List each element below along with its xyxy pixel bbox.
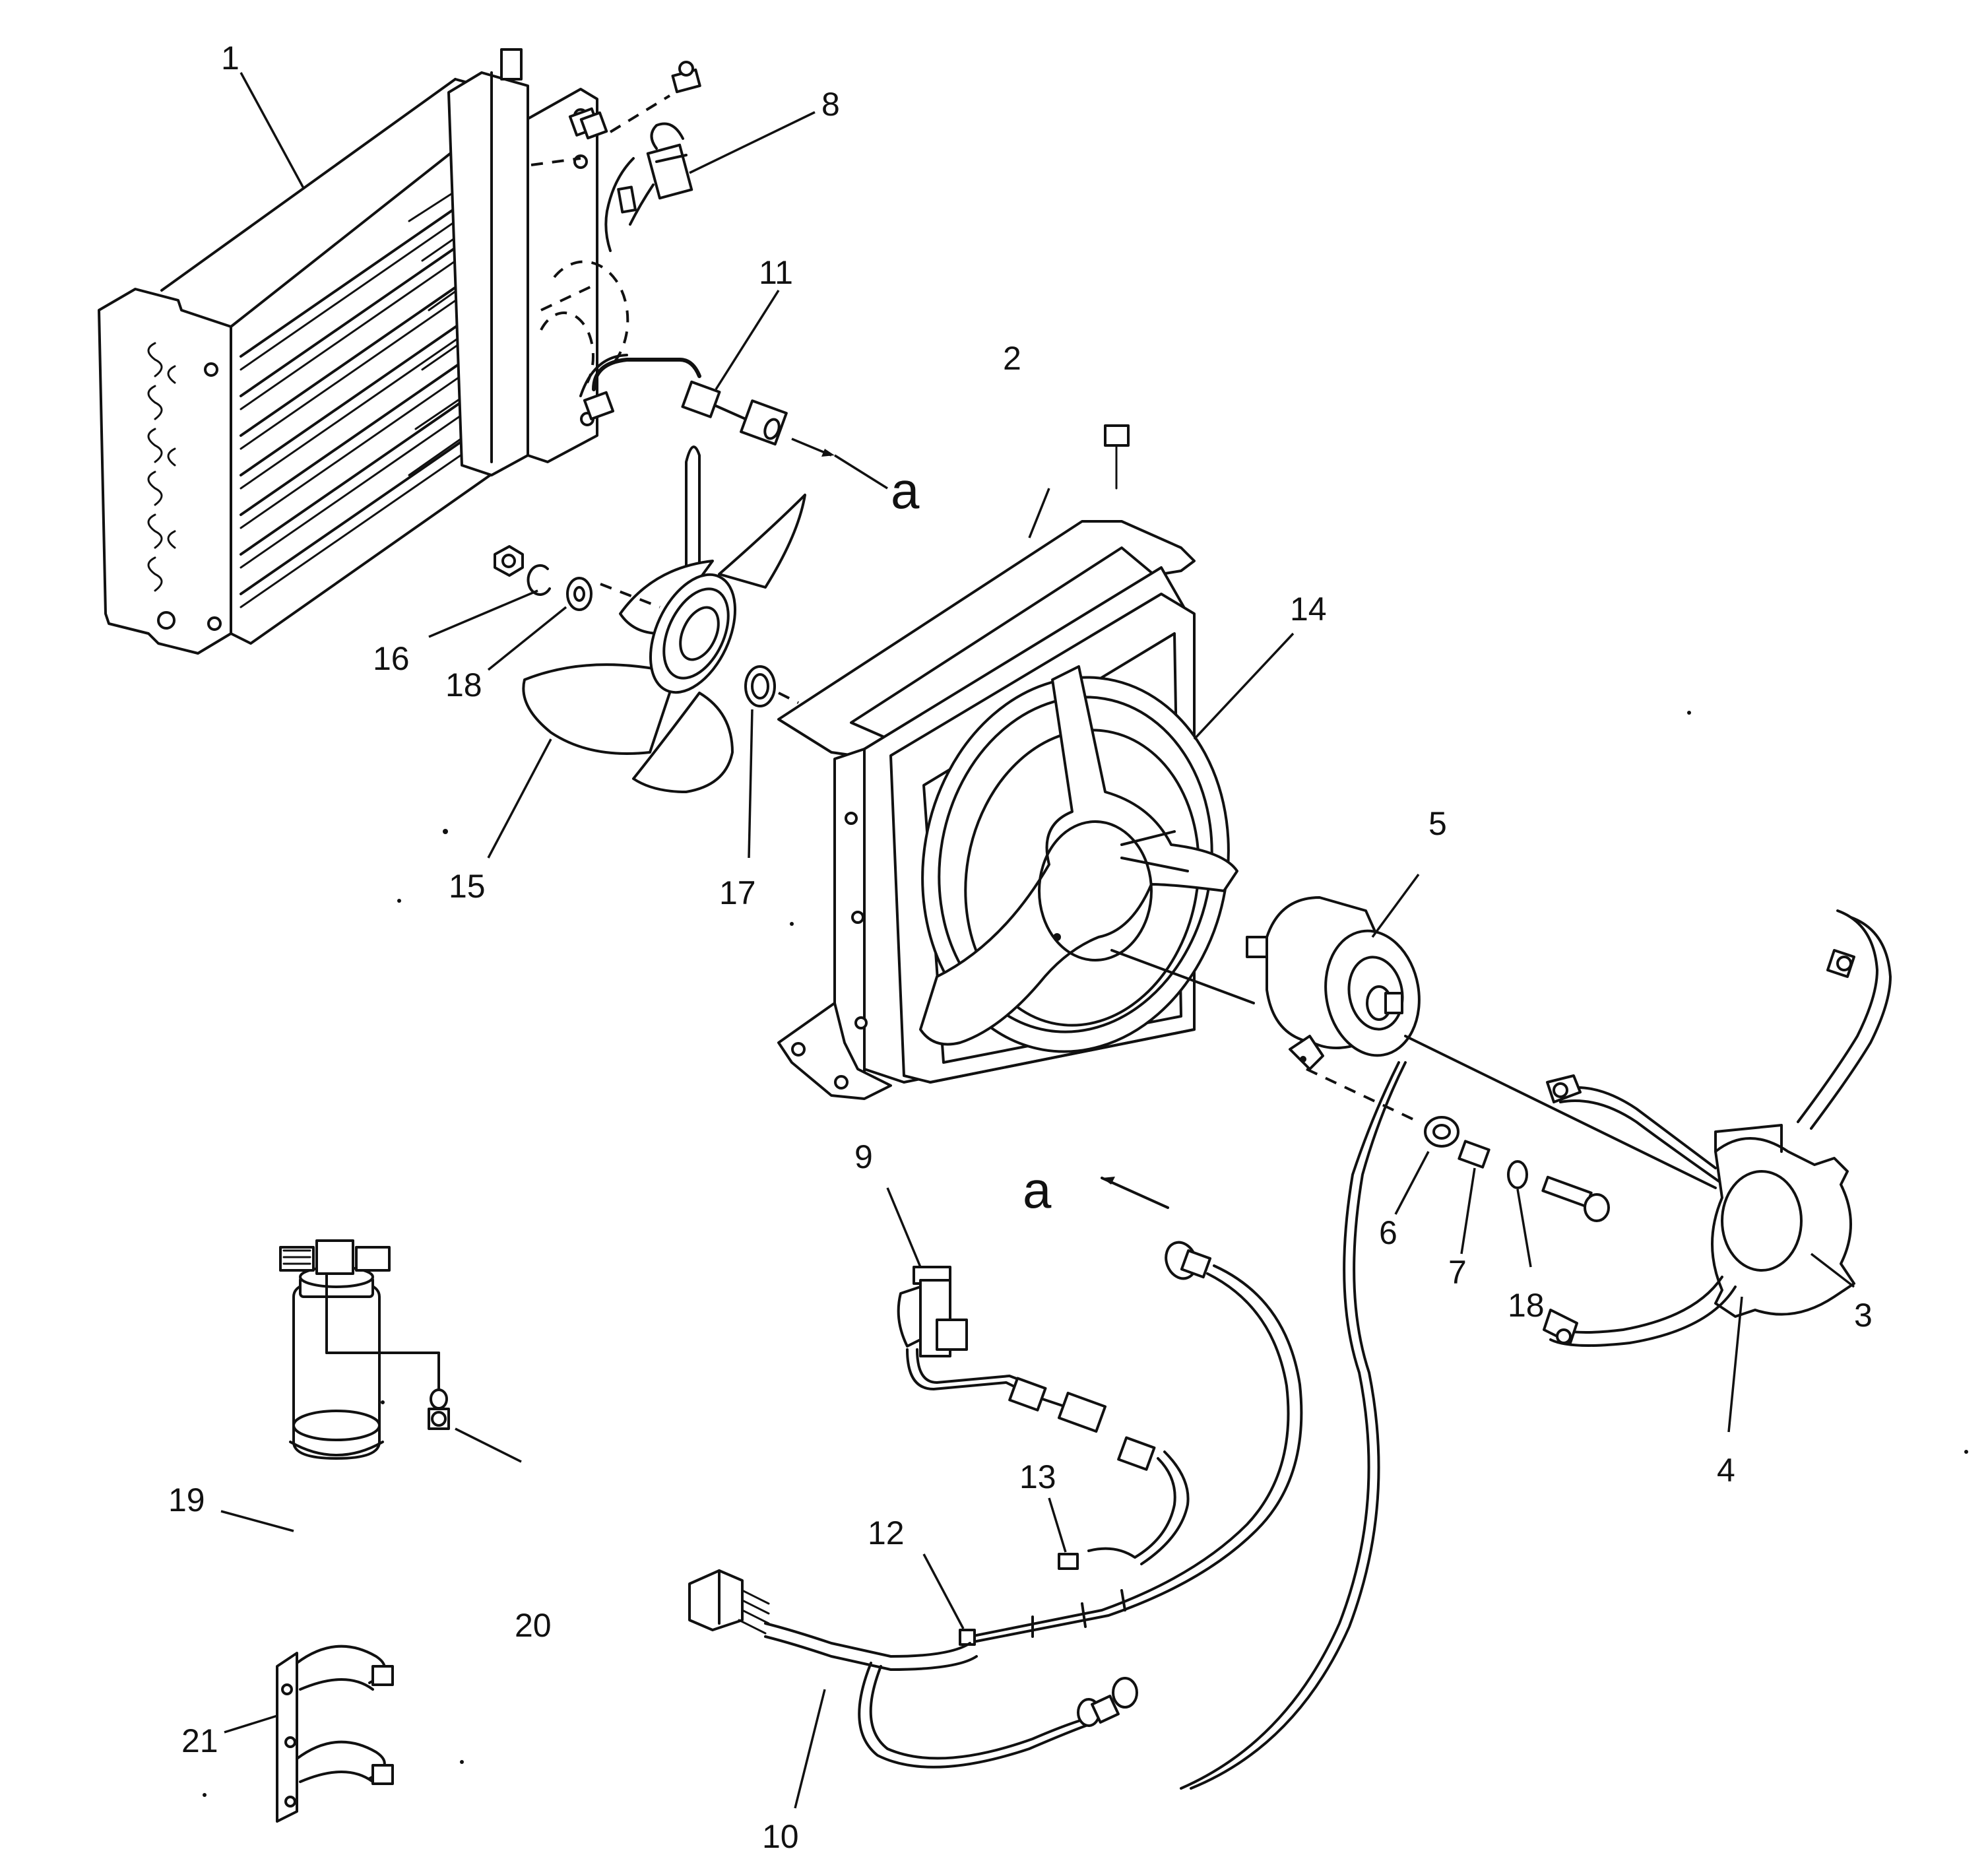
pressure-switch xyxy=(604,61,816,252)
fan-shroud xyxy=(777,424,1295,1100)
fan-motor xyxy=(1110,873,1717,1790)
callout-11: 11 xyxy=(759,254,793,291)
callout-6: 6 xyxy=(1379,1214,1397,1251)
callout-7: 7 xyxy=(1448,1254,1467,1291)
drier-bracket xyxy=(224,1645,394,1823)
grommet-6 xyxy=(1394,1116,1459,1215)
connection-ref-a-bottom: a xyxy=(1023,1161,1052,1219)
callout-14: 14 xyxy=(1290,591,1327,628)
callout-19: 19 xyxy=(168,1482,205,1518)
callout-13: 13 xyxy=(1019,1458,1056,1495)
fan xyxy=(487,445,806,859)
callout-10: 10 xyxy=(762,1818,799,1855)
resistor xyxy=(886,1187,968,1357)
connection-ref-a-top: a xyxy=(891,461,920,519)
callout-9: 9 xyxy=(854,1138,873,1175)
callout-5: 5 xyxy=(1428,805,1447,842)
callout-20: 20 xyxy=(515,1607,552,1644)
callout-18-bottom: 18 xyxy=(1508,1287,1545,1324)
motor-bracket xyxy=(1543,909,1892,1433)
pipe xyxy=(579,290,888,490)
bolt xyxy=(1541,1175,1610,1222)
callout-8: 8 xyxy=(821,86,840,123)
plug-20 xyxy=(428,1388,522,1463)
receiver-drier xyxy=(220,1239,440,1532)
callout-2: 2 xyxy=(1003,340,1021,377)
callout-18-top: 18 xyxy=(445,667,482,703)
callout-16: 16 xyxy=(373,640,410,677)
wiring-harness xyxy=(688,1177,1303,1809)
callout-21: 21 xyxy=(181,1722,218,1759)
washer-18-bottom xyxy=(1507,1160,1532,1268)
callout-12: 12 xyxy=(868,1515,905,1551)
washer-18-top xyxy=(487,577,593,671)
callout-3: 3 xyxy=(1854,1297,1873,1334)
nut-16 xyxy=(428,545,551,638)
callout-4: 4 xyxy=(1717,1452,1735,1489)
callout-15: 15 xyxy=(449,868,486,905)
callout-17: 17 xyxy=(719,874,756,911)
o-ring-17 xyxy=(744,665,776,859)
collar-7 xyxy=(1458,1140,1491,1254)
condenser xyxy=(98,48,629,655)
callout-1: 1 xyxy=(221,40,240,77)
